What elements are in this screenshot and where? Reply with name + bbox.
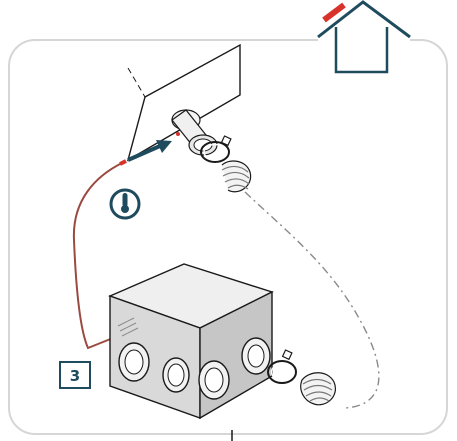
box-port-left-2 (163, 358, 189, 392)
thermometer-icon (111, 190, 139, 218)
step-number-badge: 3 (60, 362, 90, 388)
box-port-left-1 (119, 343, 149, 381)
box-port-right-1 (199, 361, 229, 399)
lower-flex-duct (301, 373, 336, 405)
step-number: 3 (70, 367, 80, 385)
box-port-right-2 (242, 338, 270, 374)
